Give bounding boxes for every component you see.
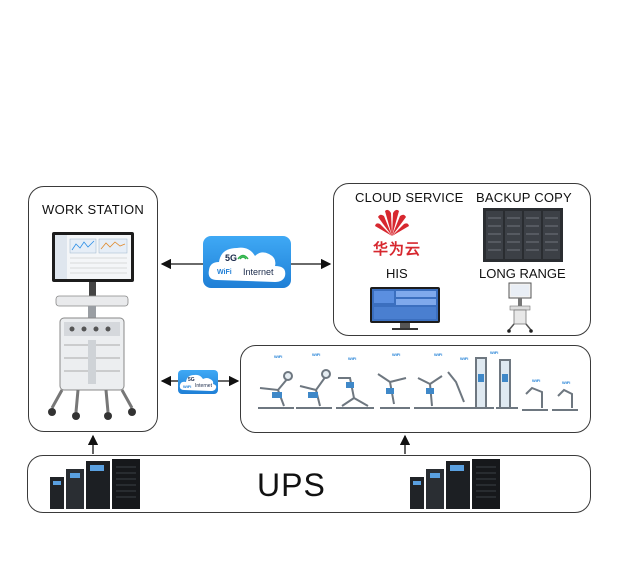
- cloud-service-label: CLOUD SERVICE: [355, 190, 464, 205]
- small-cloud-icon: [179, 374, 217, 391]
- ups-cabinets-left-icon: [50, 459, 140, 509]
- badge-wifi-text: WiFi: [217, 269, 232, 276]
- device-wifi-tag: WiFi: [460, 356, 468, 361]
- device-wifi-tag: WiFi: [562, 380, 570, 385]
- rehab-equipment-icons: WiFi WiFi WiFi WiFi WiFi WiFi WiFi WiFi …: [258, 350, 578, 411]
- workstation-title: WORK STATION: [42, 202, 145, 217]
- ups-title: UPS: [257, 467, 326, 503]
- workstation-cart-icon: [48, 232, 136, 420]
- long-range-label: LONG RANGE: [479, 266, 566, 281]
- badge-internet-text: Internet: [243, 267, 274, 277]
- server-rack-icon: [483, 208, 563, 262]
- small-badge-internet-text: Internet: [195, 383, 212, 389]
- small-badge-5g-text: 5G: [188, 377, 195, 383]
- device-wifi-tag: WiFi: [392, 352, 400, 357]
- device-wifi-tag: WiFi: [312, 352, 320, 357]
- small-badge-wifi-text: WiFi: [183, 384, 192, 389]
- backup-copy-label: BACKUP COPY: [476, 190, 572, 205]
- device-wifi-tag: WiFi: [490, 350, 498, 355]
- his-monitor-icon: [370, 287, 440, 330]
- long-range-device-icon: [507, 282, 533, 333]
- ups-cabinets-right-icon: [410, 459, 500, 509]
- network-cloud-badge: 5G WiFi Internet: [203, 236, 291, 288]
- signal-icon: [237, 254, 249, 260]
- small-network-badge: 5G WiFi Internet: [178, 370, 218, 394]
- device-wifi-tag: WiFi: [434, 352, 442, 357]
- device-wifi-tag: WiFi: [348, 356, 356, 361]
- device-wifi-tag: WiFi: [532, 378, 540, 383]
- huawei-cloud-text: 华为云: [373, 241, 422, 258]
- device-wifi-tag: WiFi: [274, 354, 282, 359]
- his-label: HIS: [386, 266, 408, 281]
- huawei-logo-icon: [375, 209, 409, 236]
- cloud-icon: [208, 247, 286, 282]
- badge-5g-text: 5G: [225, 253, 238, 263]
